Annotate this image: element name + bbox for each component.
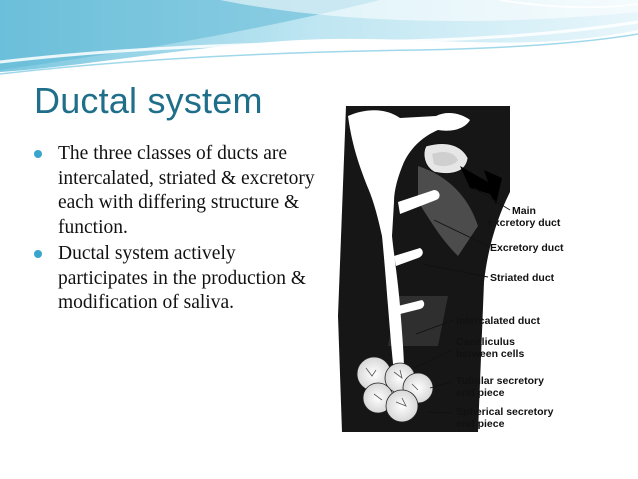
bullet-item: The three classes of ducts are intercala…	[30, 142, 320, 240]
label-canaliculus-1: Canaliculus	[456, 336, 515, 348]
label-spherical-end-piece-2: end piece	[456, 418, 505, 430]
label-main-excretory-duct-1: Main	[512, 205, 536, 217]
bullet-text: The three classes of ducts are intercala…	[58, 143, 315, 238]
label-canaliculus-2: between cells	[456, 348, 524, 360]
bullet-text: Ductal system actively participates in t…	[58, 243, 307, 313]
arrow-icon	[460, 166, 502, 204]
label-tubular-end-piece-2: end piece	[456, 387, 505, 399]
secretory-end-pieces	[356, 356, 434, 423]
label-striated-duct: Striated duct	[490, 272, 555, 284]
label-spherical-end-piece-1: Spherical secretory	[456, 406, 554, 418]
label-main-excretory-duct-2: excretory duct	[488, 217, 561, 229]
label-intercalated-duct: Intercalated duct	[456, 315, 541, 327]
label-pointers	[413, 187, 511, 414]
bullet-icon	[34, 250, 42, 258]
ductal-system-diagram: Main excretory duct Excretory duct Stria…	[338, 106, 578, 432]
bullet-icon	[34, 150, 42, 158]
slide-title: Ductal system	[34, 80, 263, 121]
bullet-item: Ductal system actively participates in t…	[30, 242, 320, 316]
label-excretory-duct: Excretory duct	[490, 242, 564, 254]
header-banner	[0, 0, 638, 80]
label-tubular-end-piece-1: Tubular secretory	[456, 375, 544, 387]
bullet-list: The three classes of ducts are intercala…	[30, 142, 320, 318]
main-duct-shape	[348, 110, 470, 372]
